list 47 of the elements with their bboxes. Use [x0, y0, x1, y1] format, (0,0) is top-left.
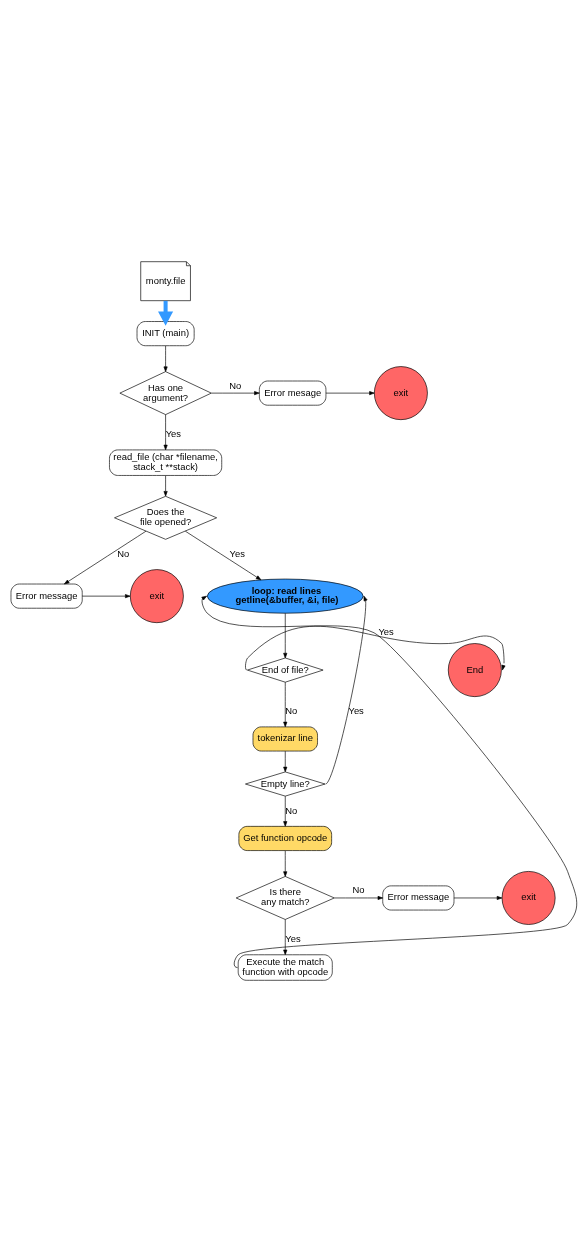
- node-box: Error message: [10, 583, 83, 609]
- arrow: [163, 413, 168, 450]
- arrow: [201, 595, 578, 968]
- arrow: [163, 474, 168, 496]
- arrow: [283, 750, 288, 772]
- node-circle: End: [447, 642, 502, 697]
- node-diamond: End of file?: [247, 657, 324, 682]
- edge-label: No: [352, 883, 365, 895]
- arrow: [325, 390, 375, 395]
- arrow: [185, 530, 262, 580]
- node-diamond: Is there any match?: [235, 875, 335, 920]
- arrow: [64, 530, 147, 584]
- node-diamond: Has one argument?: [119, 370, 212, 415]
- node-box: Execute the match function with opcode: [237, 953, 333, 981]
- arrow: [211, 390, 260, 395]
- edge-label: No: [285, 704, 298, 716]
- node-box: Error mesage: [259, 380, 327, 406]
- arrow: [245, 625, 506, 670]
- node-circle: exit: [374, 365, 428, 420]
- arrow: [163, 344, 168, 372]
- node-circle: exit: [129, 568, 184, 623]
- arrow: [283, 795, 288, 827]
- edge-label: Yes: [165, 427, 182, 439]
- node-ellipse: loop: read lines getline(&buffer, &i, file): [207, 578, 364, 614]
- node-box: INIT (main): [136, 320, 195, 346]
- edge-label: Yes: [229, 547, 245, 559]
- node-diamond: Does the file opened?: [114, 495, 218, 540]
- arrow: [283, 918, 288, 955]
- arrow: [283, 849, 288, 877]
- node-box: tokenizar line: [252, 726, 318, 751]
- node-box: Get function opcode: [238, 825, 332, 851]
- arrow: [325, 595, 368, 784]
- arrow: [82, 593, 131, 598]
- edge-label: No: [117, 547, 130, 559]
- arrow: [334, 895, 383, 900]
- arrow: [283, 681, 288, 727]
- node-box: read_file (char *filename, stack_t **stack): [109, 449, 223, 476]
- arrow: [283, 612, 288, 658]
- edge-label: Yes: [378, 625, 394, 637]
- arrow: [453, 895, 503, 900]
- node-diamond: Empty line?: [245, 771, 326, 796]
- node-box: Error message: [382, 885, 455, 910]
- edge-label: Yes: [285, 932, 301, 944]
- edge-label: No: [285, 804, 298, 816]
- edge-label: No: [229, 379, 242, 391]
- node-circle: exit: [501, 870, 556, 925]
- edge-label: Yes: [348, 704, 364, 716]
